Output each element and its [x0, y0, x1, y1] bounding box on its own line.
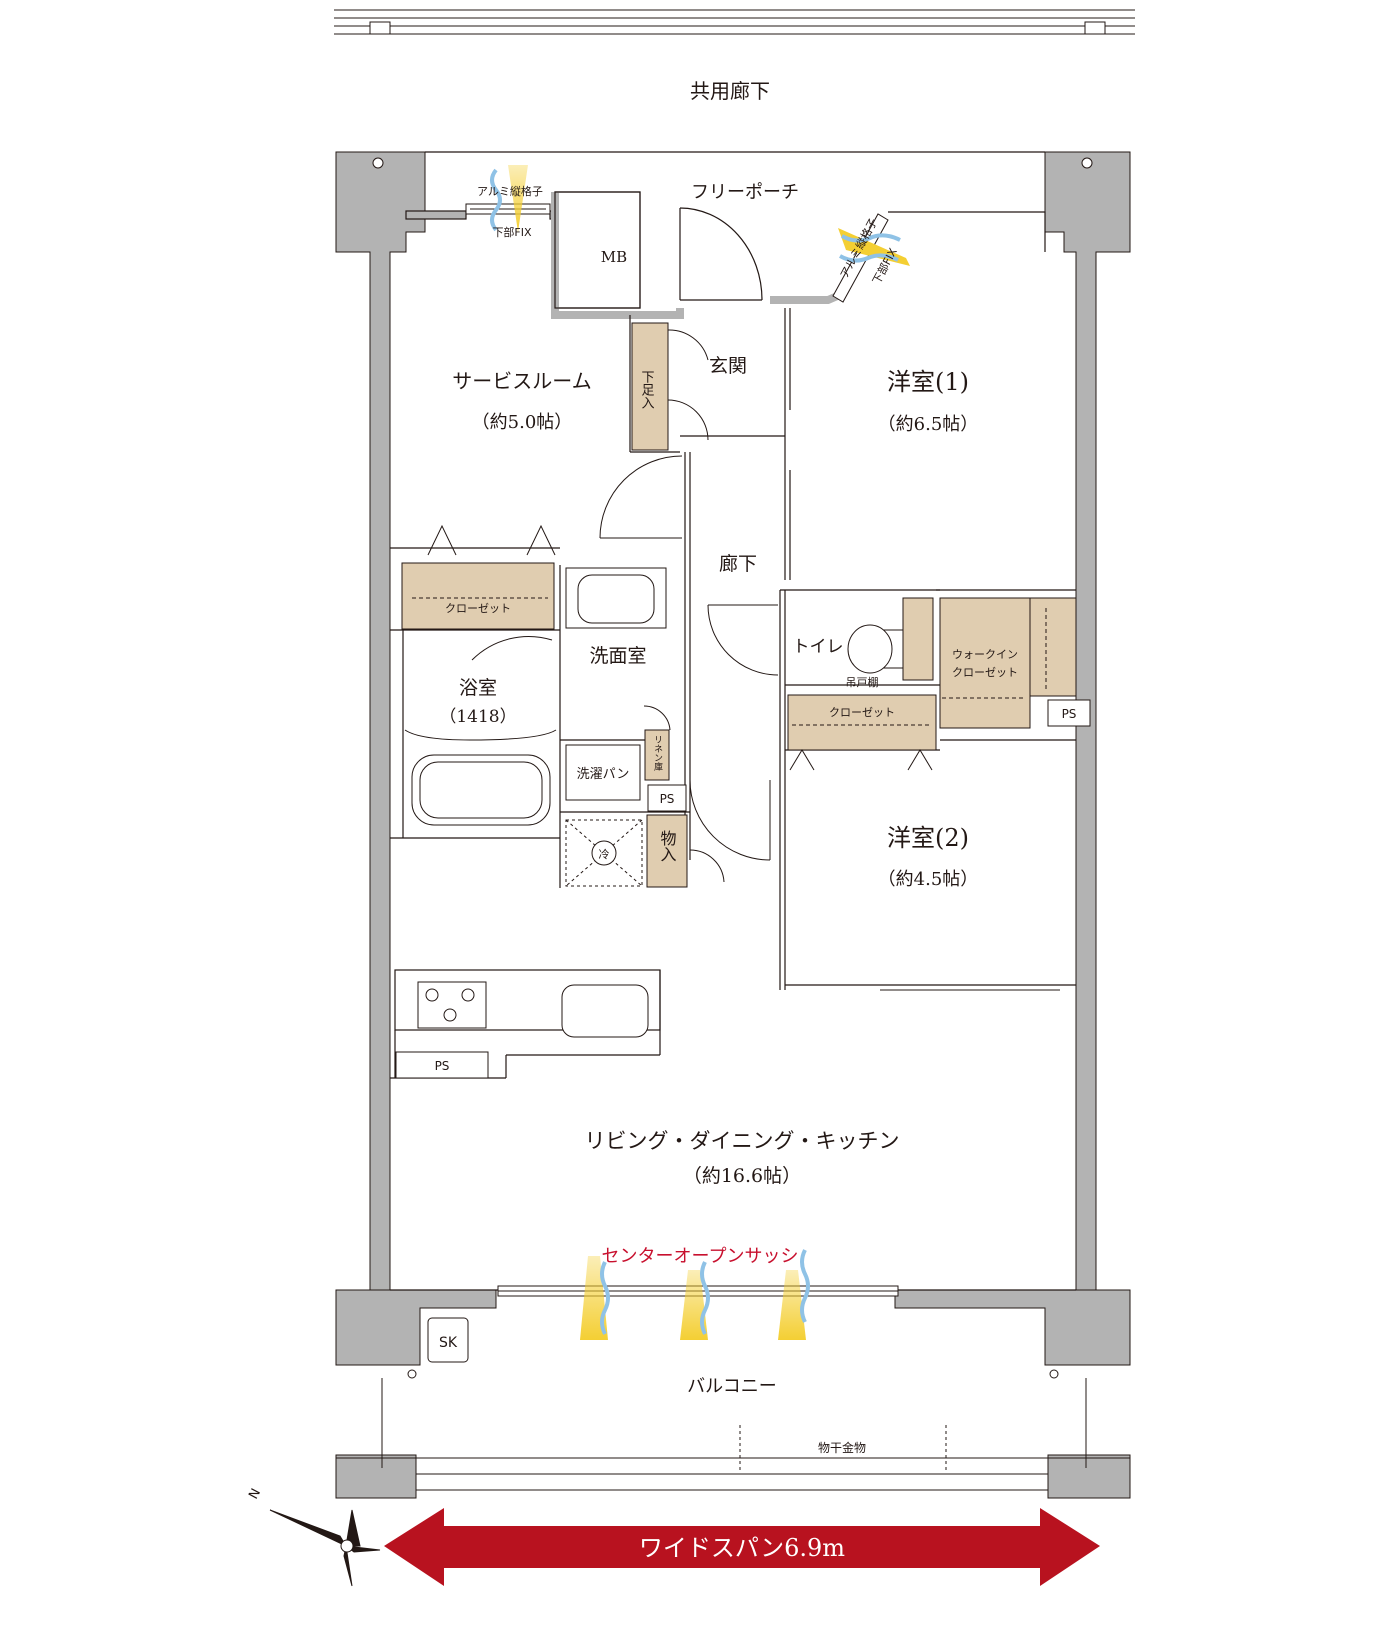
toilet-fixture: [847, 624, 904, 674]
corridor-railing: [334, 9, 1135, 35]
laundry-pan-label: 洗濯パン: [577, 767, 630, 782]
closet-door-marks: [427, 524, 933, 771]
span-label: ワイドスパン6.9m: [639, 1534, 845, 1562]
sink: [561, 984, 649, 1038]
wind-icon: [800, 1249, 810, 1323]
bath-label: 浴室: [459, 677, 497, 699]
ldk-label: リビング・ダイニング・キッチン: [585, 1129, 900, 1153]
wind-icon: [600, 1261, 610, 1335]
free-porch-label: フリーポーチ: [691, 182, 799, 203]
window-note-left-1: アルミ縦格子: [477, 184, 543, 198]
bath-size: （1418）: [439, 707, 516, 727]
ps1-label: PS: [660, 792, 675, 806]
storage-label: 物入: [658, 830, 677, 862]
walkin-closet: [939, 597, 1031, 729]
ps2-label: PS: [1062, 707, 1077, 721]
closet-service-room: [401, 562, 555, 630]
balcony-railing: [336, 1378, 1130, 1491]
sun-icon: [778, 1270, 806, 1340]
linen-label: リネン庫: [652, 735, 663, 772]
sash-label: センターオープンサッシ: [602, 1246, 799, 1267]
span-arrow: [384, 1508, 1100, 1586]
sun-wind-icons: [490, 165, 910, 266]
mb-label: MB: [601, 248, 627, 266]
sash-sun-wind-icons: [580, 1249, 810, 1340]
walkin-closet-shelf: [1029, 597, 1077, 697]
western2-label: 洋室(2): [887, 824, 969, 852]
linen-closet: [644, 729, 670, 781]
balcony-label: バルコニー: [687, 1376, 777, 1397]
left-window: [465, 203, 551, 215]
wind-icon: [841, 233, 901, 243]
kitchen-fixtures: [417, 981, 649, 1038]
closet-western2: [787, 694, 937, 751]
compass-north-label: N: [246, 1486, 264, 1502]
compass-rose-icon: [269, 1509, 381, 1587]
western1-size: （約6.5帖）: [878, 414, 979, 435]
sun-icon: [508, 165, 528, 232]
sk-box: [427, 1317, 469, 1363]
walkin-label-2: クローゼット: [952, 666, 1018, 679]
vanity: [565, 567, 667, 629]
toilet-cabinet: [902, 597, 934, 681]
ps-boxes: [395, 699, 1091, 1079]
fridge-icon: [591, 840, 617, 866]
wind-icon: [839, 253, 899, 263]
hanging-shelf-label: 吊戸棚: [846, 675, 879, 689]
corridor-label: 共用廊下: [690, 79, 770, 103]
shoe-box: [631, 322, 669, 451]
closet-rods: [412, 597, 1047, 726]
ldk-size: （約16.6帖）: [683, 1165, 801, 1187]
sliding-doors: [788, 410, 1060, 991]
corridor-label-inner: 廊下: [719, 553, 757, 575]
walkin-label-1: ウォークイン: [952, 648, 1018, 661]
column-markers: [372, 157, 1093, 1379]
laundry-pan: [565, 744, 641, 801]
toilet-label: トイレ: [793, 637, 844, 657]
window-note-left-2: 下部FIX: [492, 225, 532, 239]
burner-icon: [425, 988, 439, 1002]
washroom-label: 洗面室: [589, 645, 646, 667]
bathtub: [404, 729, 557, 826]
entrance-label: 玄関: [709, 355, 747, 377]
closet2-label: クローゼット: [829, 706, 895, 719]
western2-size: （約4.5帖）: [878, 869, 979, 890]
shoe-box-label: 下足入: [639, 370, 655, 409]
wind-icon: [700, 1261, 710, 1335]
burner-icon: [461, 988, 475, 1002]
service-room-size: （約5.0帖）: [472, 412, 573, 433]
storage-fills: [401, 322, 1077, 888]
closet1-label: クローゼット: [445, 602, 511, 615]
burner-icon: [443, 1008, 457, 1022]
sk-label: SK: [439, 1335, 458, 1351]
door-swings: [471, 329, 779, 883]
storage-closet: [646, 814, 688, 888]
wind-icon: [490, 168, 502, 232]
drying-hardware-label: 物干金物: [818, 1440, 866, 1455]
western1-label: 洋室(1): [887, 368, 969, 396]
fridge-label: 冷: [599, 848, 610, 861]
service-room-label: サービスルーム: [452, 369, 591, 393]
ps3-label: PS: [435, 1059, 450, 1073]
